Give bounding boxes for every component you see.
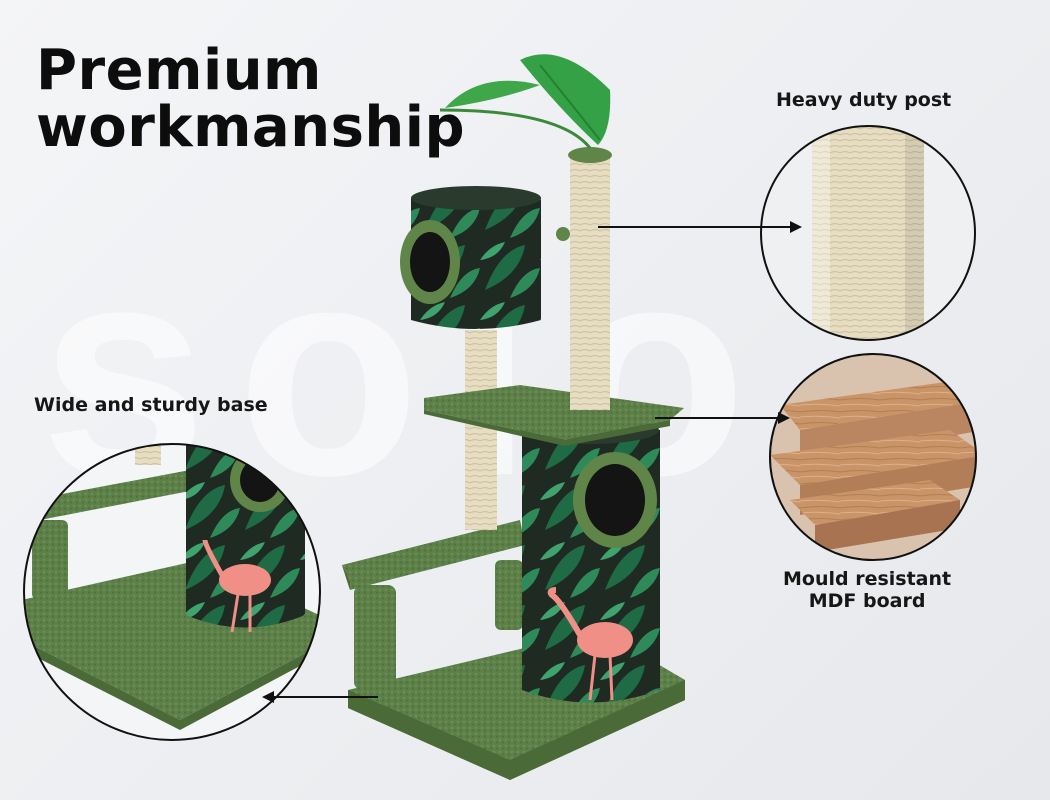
headline: Premium workmanship <box>36 42 465 156</box>
base-detail-circle <box>23 443 321 741</box>
base-pointer-arrow <box>262 691 378 703</box>
mdf-board-label: Mould resistant MDF board <box>783 568 951 613</box>
post-pointer-arrow <box>598 221 802 233</box>
mdf-board-label-line-2: MDF board <box>808 590 926 613</box>
mdf-board-label-line-1: Mould resistant <box>783 568 952 590</box>
leaf-toy <box>439 54 611 149</box>
heavy-duty-post-label: Heavy duty post <box>776 89 952 111</box>
flamingo-print <box>547 587 633 701</box>
mdf-board-detail-circle <box>769 353 977 561</box>
post-detail-circle <box>760 125 976 341</box>
sturdy-base-label: Wide and sturdy base <box>34 394 268 416</box>
headline-line-1: Premium <box>36 38 322 103</box>
headline-line-2: workmanship <box>36 95 466 161</box>
cat-tree <box>342 54 685 780</box>
board-pointer-arrow <box>655 412 790 424</box>
